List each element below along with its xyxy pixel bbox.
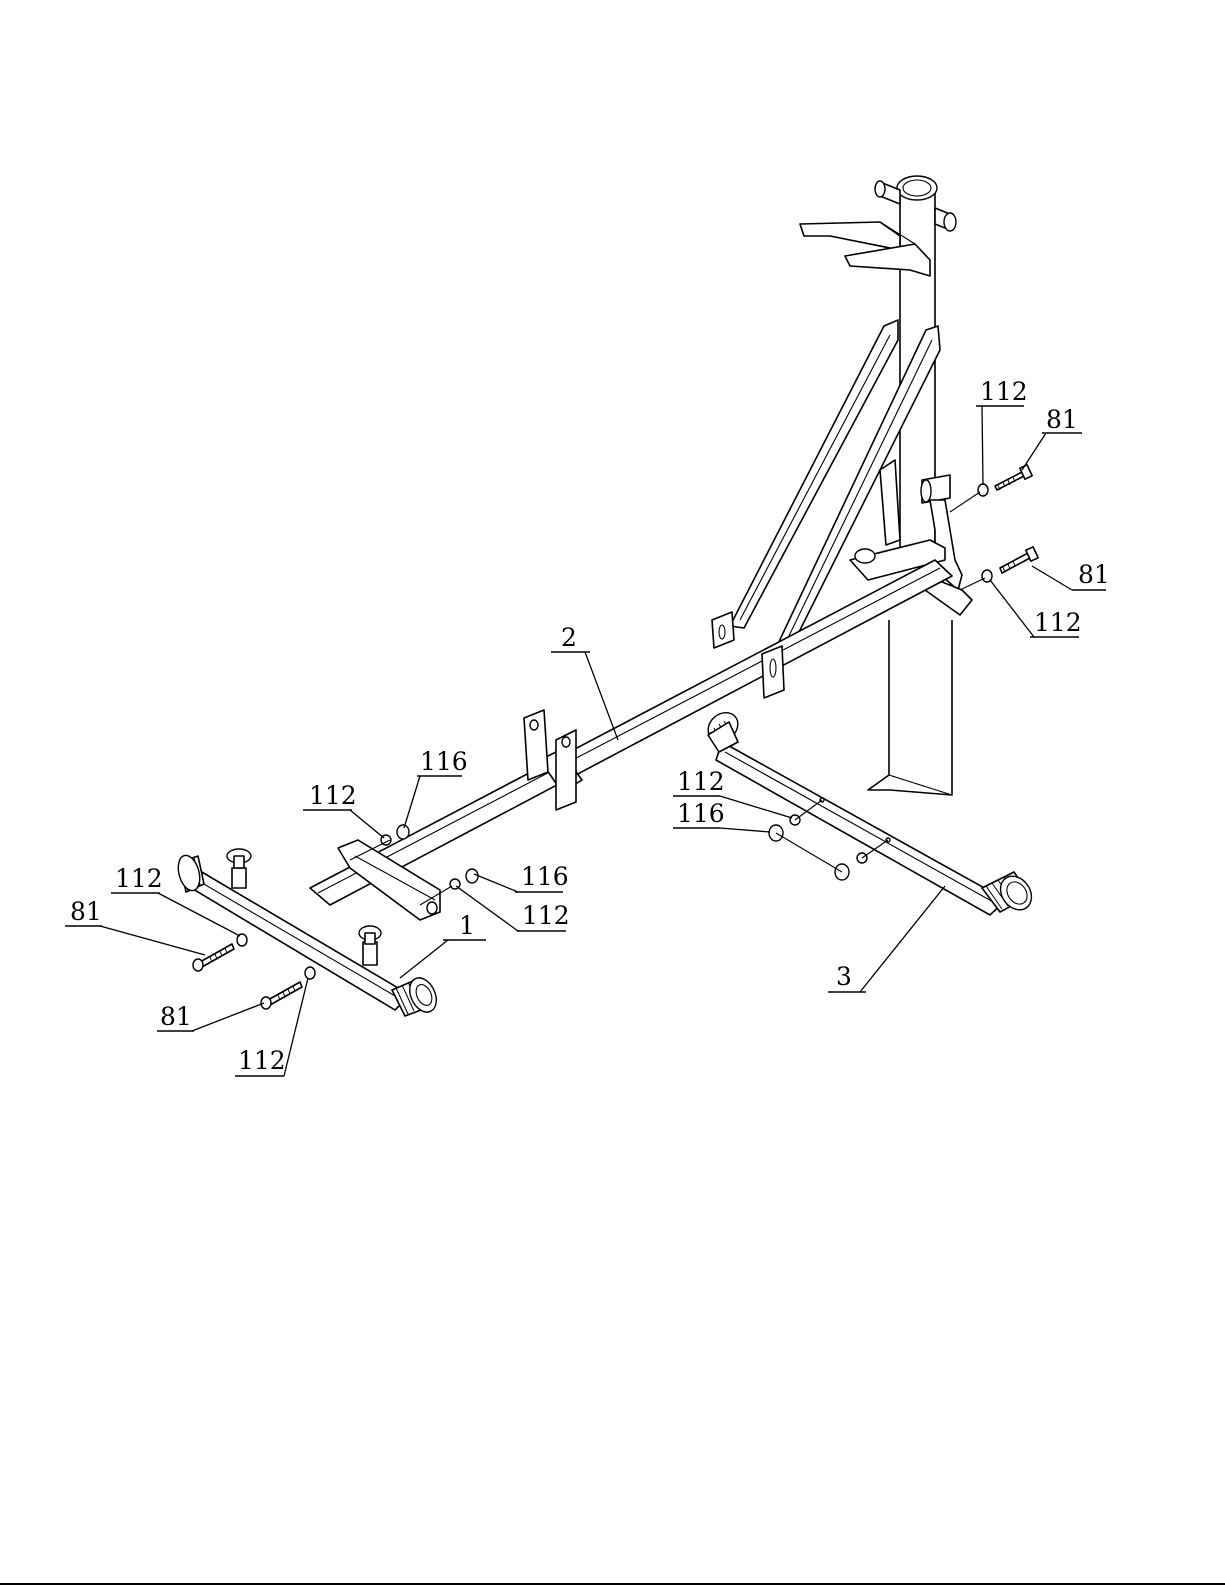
callout-116-stabilizer-3: 116	[673, 799, 770, 832]
callout-112-right: 112	[990, 580, 1082, 637]
callout-text: 81	[160, 1002, 192, 1031]
callout-text: 1	[459, 911, 475, 940]
callout-text: 112	[309, 781, 357, 810]
callout-text: 116	[521, 862, 569, 891]
callout-text: 81	[70, 897, 102, 926]
callout-1: 1	[400, 911, 486, 978]
rear-stabilizer-part-3	[702, 707, 1037, 916]
callout-81-top-right: 81	[1022, 405, 1082, 470]
callout-81-left: 81	[65, 897, 205, 955]
callout-text: 112	[677, 767, 725, 796]
callout-text: 3	[836, 962, 852, 991]
callout-text: 112	[1034, 608, 1082, 637]
callout-3: 3	[828, 886, 945, 992]
callout-text: 112	[115, 864, 163, 893]
callout-text: 116	[677, 799, 725, 828]
callout-text: 112	[980, 377, 1028, 406]
callout-81-bottom-left: 81	[157, 1002, 264, 1031]
callout-81-right: 81	[1032, 560, 1110, 590]
callout-text: 112	[238, 1046, 286, 1075]
callout-text: 81	[1078, 560, 1110, 589]
callout-112-bottom: 112	[235, 978, 308, 1076]
callout-labels: 2 1 3 112 81 81	[65, 377, 1110, 1076]
callout-text: 112	[522, 901, 570, 930]
callout-text: 2	[561, 623, 577, 652]
callout-116-center-right: 116	[474, 862, 569, 892]
callout-text: 116	[420, 747, 468, 776]
callout-text: 81	[1046, 405, 1078, 434]
callout-2: 2	[551, 623, 618, 740]
callout-112-center-left: 112	[303, 781, 384, 838]
main-frame-part-2	[310, 176, 972, 920]
